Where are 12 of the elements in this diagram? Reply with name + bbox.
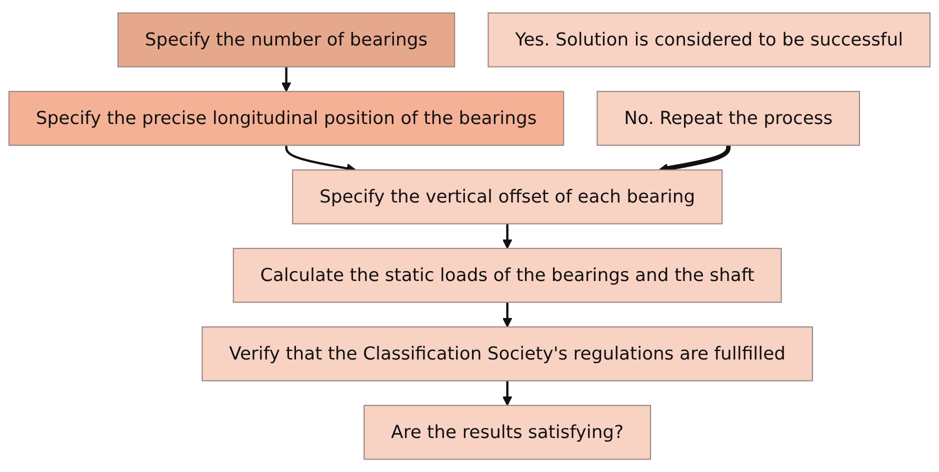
- node-box: Yes. Solution is considered to be successful: [488, 12, 931, 68]
- node-box: Specify the vertical offset of each bearing: [292, 169, 723, 224]
- node-box: Verify that the Classification Society's regulations are fullfilled: [202, 326, 814, 382]
- node-box: Specify the precise longitudinal position of the bearings: [8, 90, 564, 146]
- arrow: [502, 224, 512, 249]
- node-box: Specify the number of bearings: [117, 12, 456, 68]
- node-box: Are the results satisfying?: [364, 404, 652, 460]
- arrow: [281, 66, 292, 92]
- arrow: [502, 302, 512, 328]
- node-box: No. Repeat the process: [596, 90, 860, 146]
- arrow: [502, 380, 512, 406]
- node-box: Calculate the static loads of the bearings and the shaft: [232, 248, 782, 303]
